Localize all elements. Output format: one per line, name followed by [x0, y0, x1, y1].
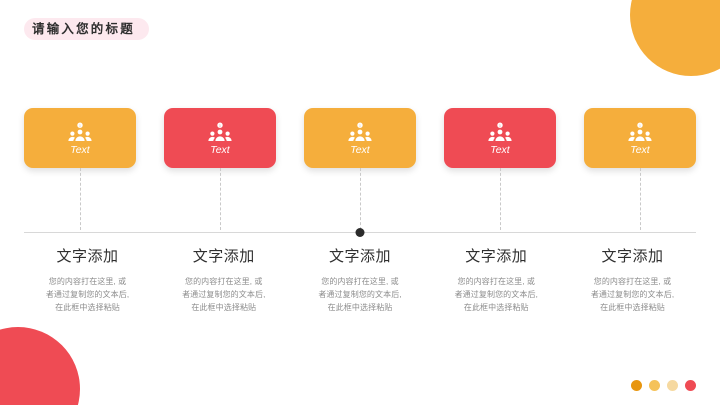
content-block-5: 文字添加 您的内容打在这里, 或 者通过复制您的文本后, 在此框中选择粘贴: [569, 248, 696, 315]
content-line: 在此框中选择粘贴: [191, 303, 257, 313]
content-line: 您的内容打在这里, 或: [457, 277, 536, 286]
card-label: Text: [350, 144, 370, 157]
content-line: 您的内容打在这里, 或: [593, 277, 672, 286]
page-title: 请输入您的标题: [32, 21, 135, 36]
people-group-icon: 1: [67, 122, 93, 142]
timeline-card-3[interactable]: 1 Text: [304, 108, 416, 168]
content-line: 在此框中选择粘贴: [463, 303, 529, 313]
page-indicator-dots: [631, 380, 696, 391]
page-dot-1[interactable]: [631, 380, 642, 391]
timeline-card-2[interactable]: 1 Text: [164, 108, 276, 168]
page-dot-4[interactable]: [685, 380, 696, 391]
decorative-circle-top-right: [630, 0, 720, 76]
people-group-icon: 1: [347, 122, 373, 142]
decorative-circle-bottom-left: [0, 327, 80, 405]
content-line: 您的内容打在这里, 或: [321, 277, 399, 286]
content-heading: 文字添加: [56, 248, 119, 265]
cards-row: 1 Text 1: [24, 108, 696, 230]
card-label: Text: [70, 144, 90, 157]
dashed-connector: [499, 168, 501, 230]
content-line: 您的内容打在这里, 或: [184, 277, 263, 286]
content-block-2: 文字添加 您的内容打在这里, 或 者通过复制您的文本后, 在此框中选择粘贴: [160, 248, 287, 315]
content-row: 文字添加 您的内容打在这里, 或 者通过复制您的文本后, 在此框中选择粘贴 文字…: [24, 248, 696, 315]
content-line: 者通过复制您的文本后,: [182, 290, 266, 300]
page-dot-3[interactable]: [667, 380, 678, 391]
content-block-3: 文字添加 您的内容打在这里, 或 者通过复制您的文本后, 在此框中选择粘贴: [297, 248, 424, 315]
title-pill-background: 请输入您的标题: [24, 18, 149, 40]
content-line: 者通过复制您的文本后,: [318, 290, 402, 300]
content-heading: 文字添加: [601, 248, 664, 265]
svg-text:1: 1: [79, 124, 81, 128]
svg-text:1: 1: [219, 124, 221, 128]
slide-title: 请输入您的标题: [24, 18, 149, 40]
content-line: 者通过复制您的文本后,: [454, 290, 538, 300]
people-group-icon: 1: [207, 122, 233, 142]
content-line: 者通过复制您的文本后,: [45, 290, 130, 300]
svg-text:1: 1: [499, 124, 501, 128]
dashed-connector: [79, 168, 81, 230]
content-line: 者通过复制您的文本后,: [590, 290, 675, 300]
content-heading: 文字添加: [192, 248, 255, 265]
content-block-4: 文字添加 您的内容打在这里, 或 者通过复制您的文本后, 在此框中选择粘贴: [433, 248, 560, 315]
people-group-icon: 1: [487, 122, 513, 142]
timeline-column-2: 1 Text: [164, 108, 276, 230]
timeline-card-4[interactable]: 1 Text: [444, 108, 556, 168]
card-label: Text: [210, 144, 230, 157]
dashed-connector: [359, 168, 361, 230]
card-label: Text: [490, 144, 510, 157]
content-line: 在此框中选择粘贴: [55, 303, 120, 313]
svg-text:1: 1: [639, 124, 641, 128]
timeline-column-3: 1 Text: [304, 108, 416, 230]
page-dot-2[interactable]: [649, 380, 660, 391]
card-label: Text: [630, 144, 650, 157]
content-line: 在此框中选择粘贴: [600, 303, 665, 313]
content-line: 在此框中选择粘贴: [327, 303, 393, 313]
timeline-column-1: 1 Text: [24, 108, 136, 230]
people-group-icon: 1: [627, 122, 653, 142]
dashed-connector: [219, 168, 221, 230]
content-block-1: 文字添加 您的内容打在这里, 或 者通过复制您的文本后, 在此框中选择粘贴: [24, 248, 151, 315]
timeline-card-5[interactable]: 1 Text: [584, 108, 696, 168]
content-line: 您的内容打在这里, 或: [48, 277, 127, 286]
timeline-card-1[interactable]: 1 Text: [24, 108, 136, 168]
content-heading: 文字添加: [328, 248, 391, 265]
timeline-marker-dot: [355, 228, 365, 237]
dashed-connector: [639, 168, 641, 230]
svg-text:1: 1: [359, 124, 361, 128]
timeline-column-5: 1 Text: [584, 108, 696, 230]
content-heading: 文字添加: [465, 248, 528, 265]
timeline-column-4: 1 Text: [444, 108, 556, 230]
